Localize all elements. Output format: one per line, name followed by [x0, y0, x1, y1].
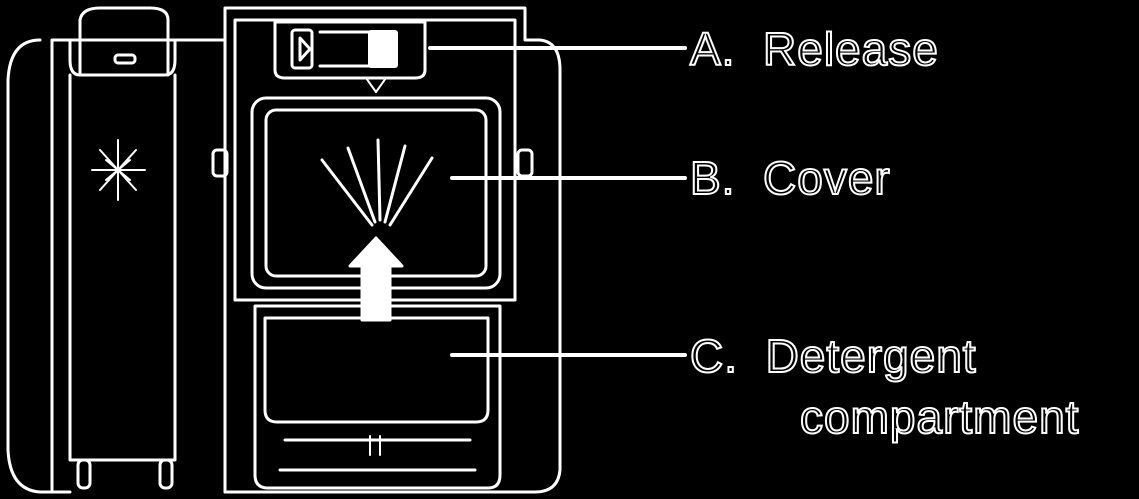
sparkle-icon	[92, 140, 145, 200]
label-detergent-letter: C.	[690, 330, 738, 382]
splash-lines	[322, 140, 432, 225]
panel-foot-right	[160, 460, 172, 488]
release-latch	[275, 22, 425, 92]
panel-foot-left	[78, 460, 90, 488]
label-detergent-text-line1: Detergent	[766, 330, 977, 382]
panel-slot	[115, 55, 135, 63]
push-arrow-icon	[350, 238, 402, 320]
dispenser-cover	[252, 98, 500, 320]
leader-lines	[430, 48, 685, 355]
detergent-compartment	[255, 306, 500, 488]
housing-hinge-right	[518, 150, 532, 176]
label-detergent-text-line2: compartment	[800, 391, 1079, 443]
label-compartment: compartment	[800, 394, 1079, 440]
label-detergent: C. Detergent	[690, 333, 977, 379]
label-cover-text: Cover	[763, 152, 891, 204]
label-release-text: Release	[763, 23, 939, 75]
label-cover: B. Cover	[690, 155, 891, 201]
label-release: A. Release	[690, 26, 939, 72]
label-release-letter: A.	[690, 23, 735, 75]
label-cover-letter: B.	[690, 152, 735, 204]
rinse-aid-panel	[8, 8, 225, 492]
